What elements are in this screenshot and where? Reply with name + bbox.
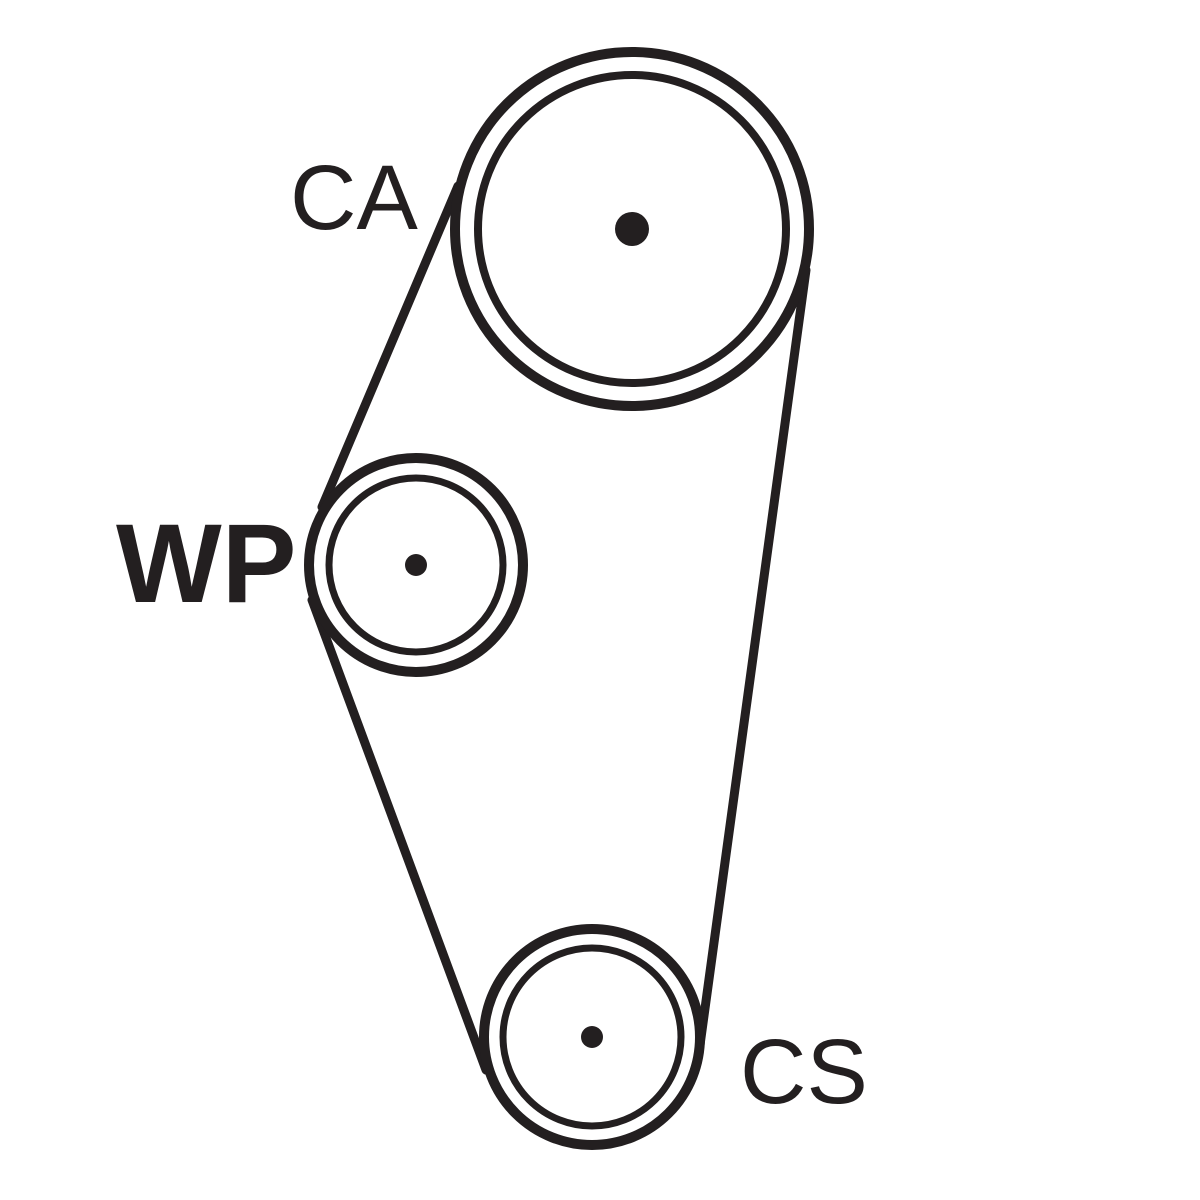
pulley-cs-hub [581,1026,603,1048]
pulley-ca [450,47,814,411]
belt-segment-wp-cs [307,595,491,1075]
pulley-wp-inner-rim [325,474,507,656]
pulley-ca-outer-rim [450,47,814,411]
belt-segment-ca-wp [317,181,463,512]
pulley-cs-outer-rim [479,924,705,1150]
pulley-wp [304,453,528,677]
label-cs: CS [740,1021,868,1123]
pulley-ca-inner-rim [474,71,790,387]
belt [307,181,811,1075]
label-ca: CA [290,147,418,249]
belt-segment-cs-ca [695,265,811,1050]
label-wp: WP [116,501,296,626]
pulley-wp-hub [405,554,427,576]
pulley-ca-hub [615,212,649,246]
pulley-cs-inner-rim [499,944,685,1130]
pulley-cs [479,924,705,1150]
pulley-wp-outer-rim [304,453,528,677]
